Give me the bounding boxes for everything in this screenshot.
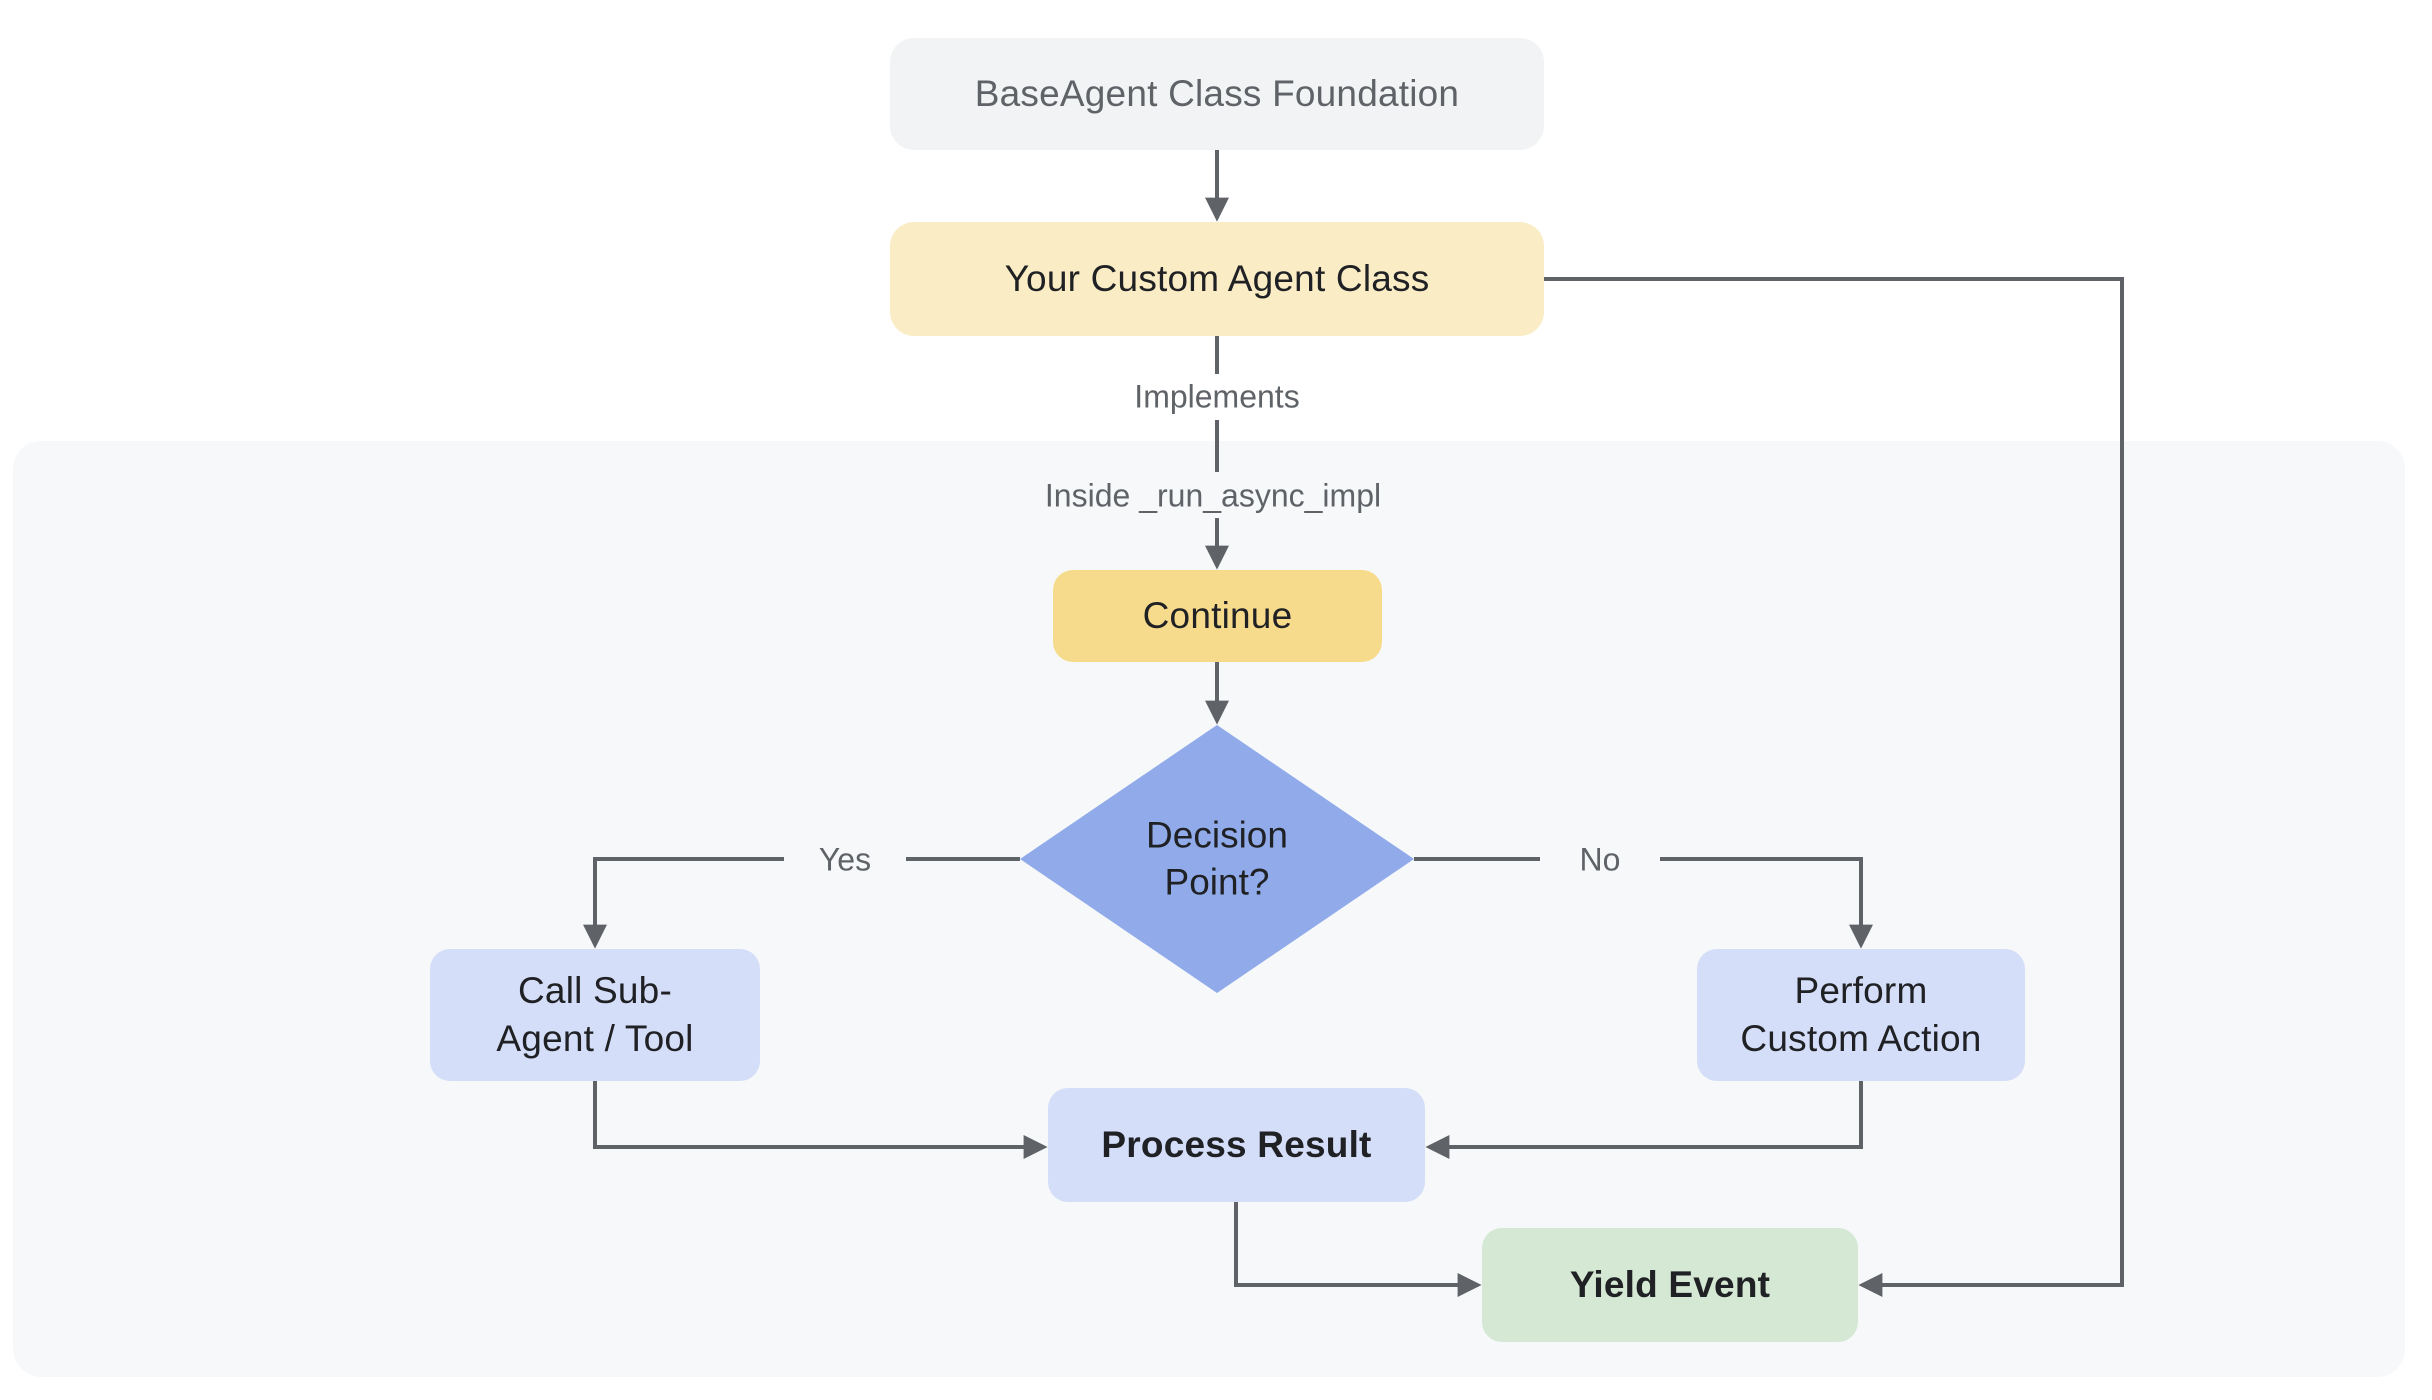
node-baseagent-foundation: BaseAgent Class Foundation [890, 38, 1544, 150]
node-yield-event: Yield Event [1482, 1228, 1858, 1342]
node-continue: Continue [1053, 570, 1382, 662]
node-process-result: Process Result [1048, 1088, 1425, 1202]
edge-process-to-yield [1234, 1202, 1482, 1297]
edge-label-yes: Yes [818, 841, 872, 878]
node-custom-agent-class: Your Custom Agent Class [890, 222, 1544, 336]
edge-label-implements: Implements [1134, 378, 1300, 415]
edge-custom-loop-to-yield [1544, 277, 2124, 1297]
edge-label-inside-run-async-impl: Inside _run_async_impl [1044, 477, 1382, 514]
node-perform-custom-action: Perform Custom Action [1697, 949, 2025, 1081]
edge-call-to-process [593, 1081, 1048, 1159]
decision-diamond [1020, 725, 1414, 993]
edge-yes-to-call [583, 857, 784, 949]
edge-label-no: No [1579, 841, 1621, 878]
edge-no-to-perform [1660, 857, 1873, 949]
node-call-sub-agent-tool: Call Sub- Agent / Tool [430, 949, 760, 1081]
edge-perform-to-process [1425, 1081, 1863, 1159]
decision-diamond-label: Decision Point? [1146, 814, 1288, 903]
